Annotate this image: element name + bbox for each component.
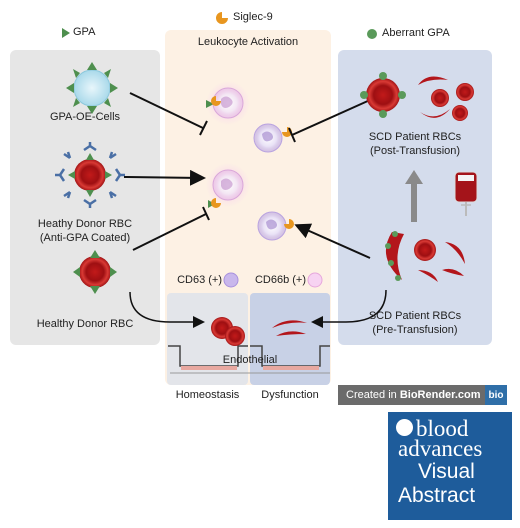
gpa-legend-icon	[62, 28, 70, 38]
post-transfusion-rbcs	[360, 72, 474, 121]
cd63-icon	[223, 272, 239, 288]
label-post-1: SCD Patient RBCs	[368, 131, 462, 143]
biorender-badge: bio	[485, 385, 507, 405]
leukocyte-4	[257, 211, 294, 241]
logo-line-1: blood	[416, 416, 469, 441]
biorender-credit[interactable]: Created in BioRender.com bio	[338, 385, 507, 405]
label-healthy: Healthy Donor RBC	[36, 318, 134, 330]
label-pre-2: (Pre-Transfusion)	[372, 324, 458, 336]
gpa-oe-cell-icon	[66, 62, 118, 114]
leukocyte-3	[206, 163, 250, 208]
cd66b-icon	[307, 272, 323, 288]
label-dysfunction: Dysfunction	[261, 389, 319, 401]
dysfunction-sickle-cells	[272, 320, 307, 336]
activate-arrow-pre	[294, 223, 371, 259]
curve-arrow-scd-endothelial	[311, 289, 387, 328]
blood-bag-icon	[454, 171, 478, 216]
label-pre-1: SCD Patient RBCs	[368, 310, 462, 322]
pre-transfusion-rbcs	[385, 231, 465, 282]
credit-text: Created in BioRender.com	[346, 389, 481, 401]
transfusion-arrow	[405, 170, 423, 222]
leukocyte-1	[206, 81, 250, 125]
aberrant-gpa-legend-label: Aberrant GPA	[382, 27, 450, 39]
logo-line-3: Visual	[418, 460, 475, 483]
label-cd66b: CD66b (+)	[254, 274, 306, 286]
curve-arrow-healthy-endothelial	[129, 291, 205, 328]
logo-line-2: advances	[398, 436, 483, 461]
siglec-legend-label: Siglec-9	[233, 11, 273, 23]
label-post-2: (Post-Transfusion)	[369, 145, 461, 157]
label-healthy-coated-1: Heathy Donor RBC	[37, 218, 133, 230]
label-cd63: CD63 (+)	[177, 274, 222, 286]
inhibit-arrow-healthy	[132, 213, 207, 251]
seal-icon	[396, 419, 413, 436]
homeostasis-rbcs	[211, 317, 245, 346]
inhibit-arrow-post	[291, 99, 371, 136]
inhibit-arrow-gpa-oe	[129, 92, 204, 129]
label-homeostasis: Homeostasis	[175, 389, 240, 401]
transwell-icon	[168, 345, 330, 374]
siglec-legend-icon	[216, 12, 228, 24]
center-title: Leukocyte Activation	[197, 36, 299, 48]
healthy-rbc-icon	[73, 250, 117, 294]
leukocyte-2	[253, 123, 292, 153]
label-endothelial: Endothelial	[222, 354, 278, 366]
label-healthy-coated-2: (Anti-GPA Coated)	[39, 232, 131, 244]
coated-rbc-icon	[55, 142, 125, 208]
journal-logo: blood advances Visual Abstract	[388, 412, 512, 520]
gpa-legend-label: GPA	[73, 26, 96, 38]
label-gpa-oe: GPA-OE-Cells	[49, 111, 121, 123]
aberrant-gpa-legend-icon	[367, 29, 377, 39]
logo-line-4: Abstract	[398, 484, 476, 507]
activate-arrow-coated	[123, 169, 206, 186]
